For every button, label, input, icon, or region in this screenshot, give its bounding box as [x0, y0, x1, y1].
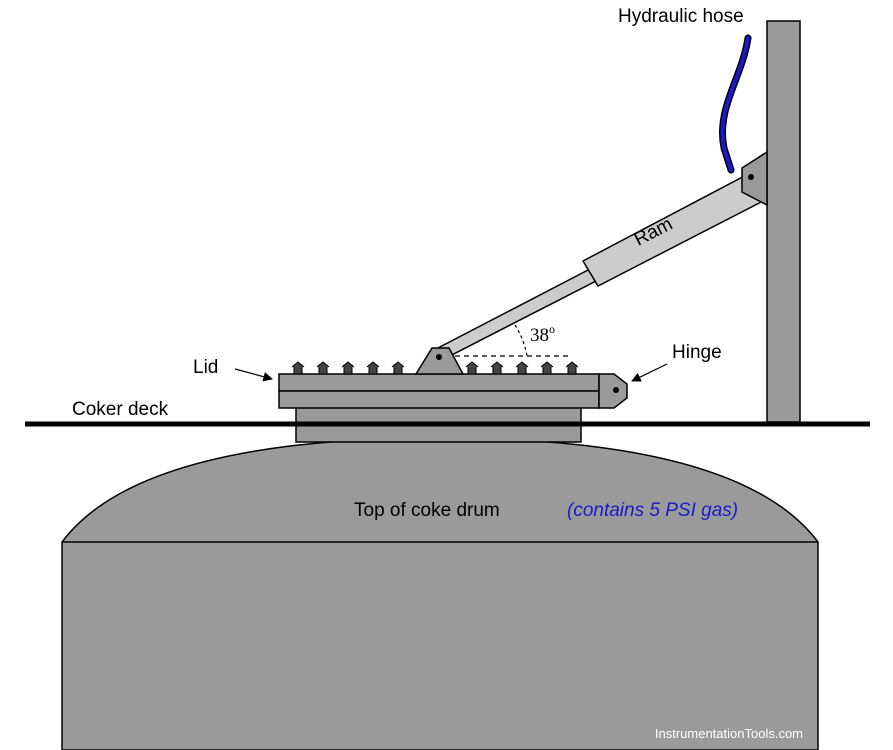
angle-arc — [514, 324, 528, 357]
bolt — [366, 361, 380, 375]
bolt — [341, 361, 355, 375]
drum-top-label: Top of coke drum — [354, 500, 500, 521]
bolt — [565, 361, 579, 375]
watermark: InstrumentationTools.com — [655, 726, 803, 741]
coker-deck-label: Coker deck — [72, 399, 169, 420]
support-column — [766, 20, 801, 423]
hinge-pin — [613, 387, 619, 393]
ram-cylinder — [581, 170, 769, 287]
hinge-label: Hinge — [672, 342, 722, 363]
lid-label: Lid — [193, 357, 218, 378]
bolt — [540, 361, 554, 375]
angle-value: 38 — [530, 325, 549, 346]
angle-label: 38o — [530, 322, 555, 346]
bolt — [490, 361, 504, 375]
bolt — [291, 361, 305, 375]
lid-bottom-plate — [278, 390, 600, 409]
bolt — [515, 361, 529, 375]
bolt — [465, 361, 479, 375]
hydraulic-hose-core — [720, 36, 750, 172]
ram-rod — [435, 267, 598, 363]
coke-drum — [61, 437, 819, 750]
lid-lug-pin — [436, 354, 442, 360]
lid-bolts — [291, 361, 579, 375]
column-bracket — [741, 150, 768, 207]
hinge-arrow — [631, 363, 668, 382]
hinge-tip — [598, 373, 628, 409]
column-bracket-pin — [748, 174, 754, 180]
bolt — [391, 361, 405, 375]
lid-arrow — [234, 368, 273, 382]
gas-note-label: (contains 5 PSI gas) — [567, 500, 738, 521]
hydraulic-hose-label: Hydraulic hose — [618, 6, 744, 27]
bolt — [316, 361, 330, 375]
lid-lug — [414, 347, 465, 375]
lid-top-plate — [278, 373, 600, 392]
angle-unit: o — [549, 322, 555, 336]
